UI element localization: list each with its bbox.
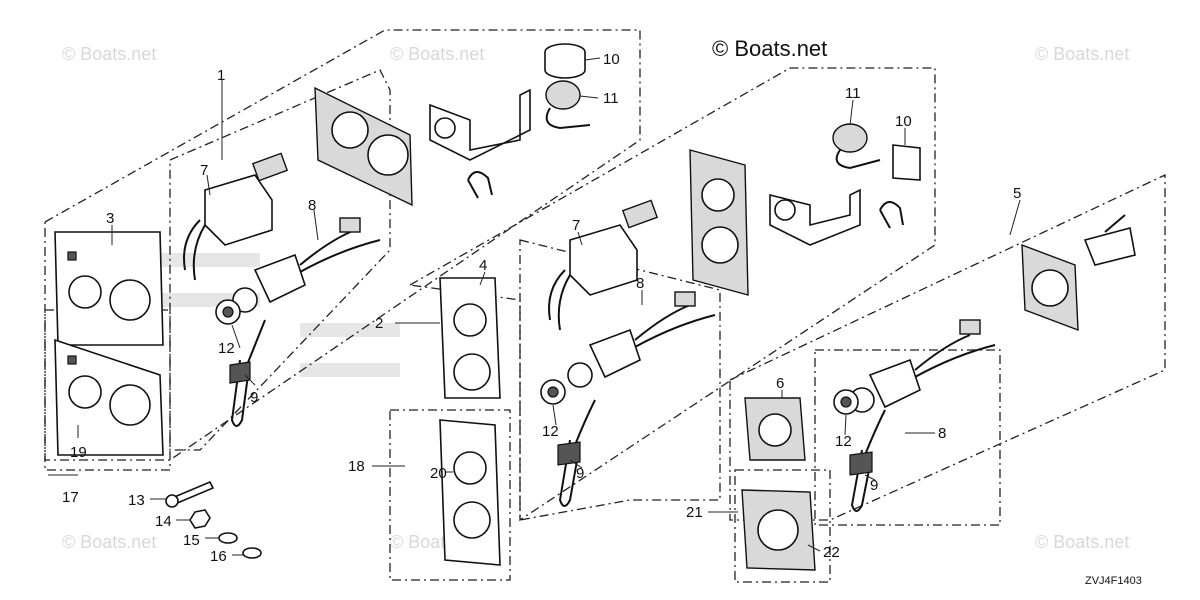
faint-logo-watermark — [150, 253, 400, 377]
callout-10-center: 10 — [895, 113, 912, 130]
callout-11-center: 11 — [845, 85, 861, 102]
callout-17: 17 — [62, 489, 79, 506]
leader-lines — [48, 57, 1021, 556]
switch-panel-22 — [741, 489, 816, 571]
callout-21: 21 — [686, 504, 703, 521]
callout-15: 15 — [183, 532, 200, 549]
stop-switch-8-right — [849, 319, 996, 413]
watermark-main: © Boats.net — [712, 36, 827, 61]
lanyard-9-right — [849, 409, 886, 512]
group-outlines — [44, 29, 1166, 583]
cap-10-top — [544, 43, 586, 79]
bracket-center — [769, 188, 861, 246]
washer-15 — [218, 532, 238, 544]
callout-18: 18 — [348, 458, 365, 475]
callout-12-center: 12 — [542, 423, 559, 440]
washer-12-right — [833, 389, 859, 415]
callout-2: 2 — [375, 315, 383, 332]
mount-panel-right — [1021, 243, 1079, 332]
switch-panel-3 — [54, 231, 164, 346]
callout-7-center: 7 — [572, 217, 580, 234]
callout-8-right: 8 — [938, 425, 946, 442]
callout-6: 6 — [776, 375, 784, 392]
callout-7-left: 7 — [200, 162, 208, 179]
clip-top — [467, 171, 493, 199]
callout-19: 19 — [70, 444, 87, 461]
callout-9-right: 9 — [870, 477, 878, 494]
callout-10-top: 10 — [603, 51, 620, 68]
callout-22: 22 — [823, 544, 840, 561]
washer-12-left — [215, 299, 241, 325]
callout-5: 5 — [1013, 185, 1021, 202]
callout-13: 13 — [128, 492, 145, 509]
watermark-top-right: © Boats.net — [1035, 44, 1129, 64]
callout-14: 14 — [155, 513, 172, 530]
watermark-bottom-right: © Boats.net — [1035, 532, 1129, 552]
switch-panel-19 — [54, 338, 164, 456]
buzzer-11-top — [545, 80, 591, 130]
watermark-bottom-left: © Boats.net — [62, 532, 156, 552]
callout-9-center: 9 — [576, 465, 584, 482]
callout-16: 16 — [210, 548, 227, 565]
watermark-top-center: © Boats.net — [390, 44, 484, 64]
lanyard-9-center — [557, 399, 596, 507]
ignition-switch-7-left — [183, 152, 289, 281]
washer-16 — [242, 547, 262, 559]
cap-10-center — [892, 144, 921, 181]
callouts: 1 2 3 4 5 6 7 7 8 8 8 9 9 9 10 10 11 11 … — [62, 51, 1021, 565]
callout-1: 1 — [217, 67, 225, 84]
stop-switch-8-center — [567, 291, 716, 388]
watermark-top-left: © Boats.net — [62, 44, 156, 64]
mount-panel-top — [314, 86, 413, 207]
callout-3: 3 — [106, 210, 114, 227]
callout-11-top: 11 — [603, 90, 619, 107]
bracket-right — [1083, 214, 1136, 266]
switch-panel-6 — [744, 397, 806, 461]
ignition-switch-7-center — [548, 199, 659, 331]
bracket-top — [429, 88, 531, 161]
callout-8-center: 8 — [636, 275, 644, 292]
buzzer-11-center — [832, 123, 881, 170]
callout-20: 20 — [430, 465, 447, 482]
clip-center — [879, 201, 904, 229]
washer-12-center — [540, 379, 566, 405]
callout-12-right: 12 — [835, 433, 852, 450]
callout-9-left: 9 — [250, 389, 258, 406]
callout-4: 4 — [479, 257, 487, 274]
lanyard-9-left — [229, 319, 266, 427]
switch-panel-20 — [439, 419, 501, 566]
callout-8-left: 8 — [308, 197, 316, 214]
mount-panel-center — [689, 149, 749, 296]
switch-panel-4 — [439, 277, 501, 399]
bolt-13 — [165, 480, 215, 508]
nut-14 — [189, 509, 211, 529]
diagram-code: ZVJ4F1403 — [1085, 575, 1142, 587]
callout-12-left: 12 — [218, 340, 235, 357]
